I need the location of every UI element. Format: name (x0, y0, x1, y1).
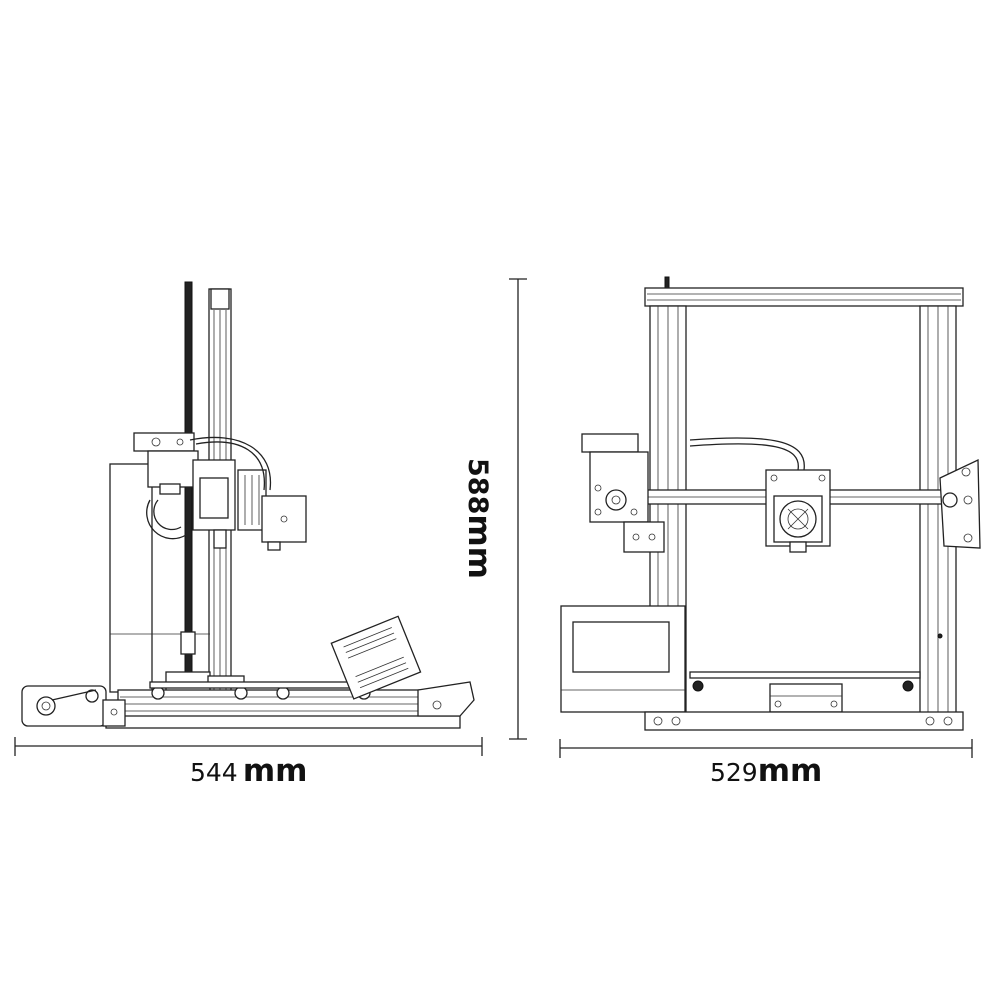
front-width-dimension-line (559, 739, 973, 758)
side-x-carriage (133, 432, 307, 551)
side-z-coupler (180, 631, 196, 655)
front-x-idler (939, 458, 981, 549)
front-hotend-carriage (689, 437, 831, 553)
height-dimension-line (509, 278, 527, 740)
side-width-label: 544 mm (190, 756, 307, 787)
front-bed-carriage (769, 683, 843, 713)
height-unit: mm (461, 514, 497, 579)
front-width-unit: mm (757, 753, 823, 789)
front-bed (689, 671, 921, 679)
side-view-printer (21, 281, 475, 729)
front-lcd-display (560, 605, 686, 713)
front-view-printer (560, 276, 981, 731)
side-width-unit: mm (242, 753, 308, 789)
front-width-label: 529mm (710, 756, 822, 787)
front-width-value: 529 (710, 758, 758, 787)
side-power-supply (330, 615, 422, 700)
height-value: 588 (462, 458, 493, 515)
height-label: 588mm (461, 458, 497, 579)
front-top-crossbar (644, 287, 964, 307)
side-bed-plate (109, 463, 153, 693)
front-x-motor (581, 433, 665, 553)
side-rear-bracket (417, 681, 475, 717)
front-base-extrusion (644, 711, 964, 731)
side-width-dimension-line (14, 737, 483, 756)
side-width-value: 544 (190, 758, 238, 787)
side-y-idler (21, 685, 126, 727)
